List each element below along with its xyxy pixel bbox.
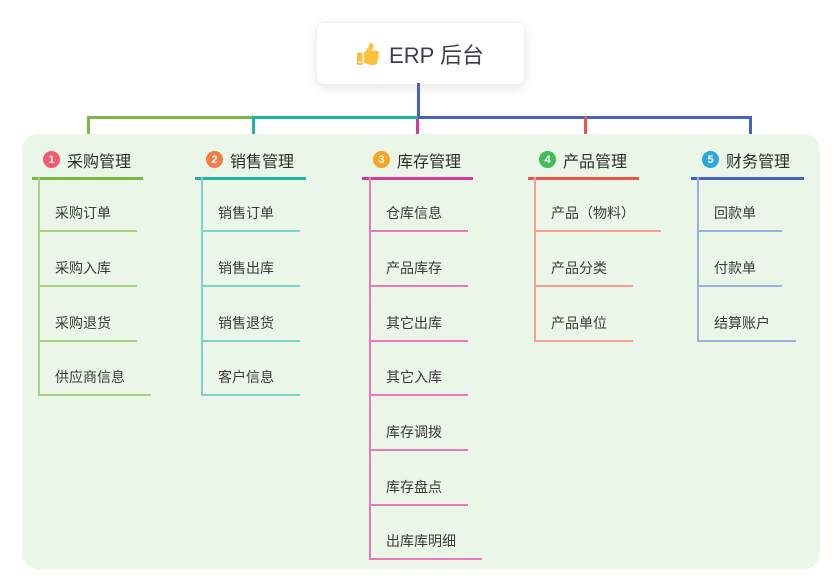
branch-label: 库存管理 — [397, 153, 462, 171]
branch-label: 财务管理 — [726, 153, 791, 171]
connector-drop-product — [584, 116, 587, 147]
node-other-outbound[interactable]: 其它出库 — [369, 314, 468, 342]
node-customer-info[interactable]: 客户信息 — [201, 368, 300, 396]
node-sales-return[interactable]: 销售退货 — [201, 314, 300, 342]
branch-header-purchase-management[interactable]: 1 采购管理 — [32, 149, 143, 180]
node-sales-outbound[interactable]: 销售出库 — [201, 259, 300, 287]
thumbs-up-icon — [357, 42, 380, 65]
branch-label: 产品管理 — [563, 153, 628, 171]
connector-drop-finance — [749, 116, 752, 147]
node-product-unit[interactable]: 产品单位 — [534, 314, 633, 342]
node-other-inbound[interactable]: 其它入库 — [369, 368, 468, 396]
branch-number-badge: 1 — [43, 151, 60, 168]
node-supplier-info[interactable]: 供应商信息 — [38, 368, 151, 396]
root-node-title: ERP 后台 — [389, 42, 484, 68]
branch-number-badge: 3 — [373, 151, 390, 168]
connector-drop-sales — [252, 116, 255, 147]
node-product-stock[interactable]: 产品库存 — [369, 259, 468, 287]
branch-header-finance-management[interactable]: 5 财务管理 — [691, 149, 804, 180]
root-node-erp-backend[interactable]: ERP 后台 — [316, 22, 525, 85]
branch-number-badge: 4 — [539, 151, 556, 168]
branch-label: 采购管理 — [67, 153, 132, 171]
node-stock-transfer[interactable]: 库存调拨 — [369, 423, 468, 451]
node-settlement-account[interactable]: 结算账户 — [697, 314, 796, 342]
node-sales-order[interactable]: 销售订单 — [201, 204, 300, 232]
node-purchase-order[interactable]: 采购订单 — [38, 204, 137, 232]
node-receipt-order[interactable]: 回款单 — [697, 204, 782, 232]
connector-root-drop — [417, 83, 420, 119]
branch-children-connector — [534, 177, 536, 342]
node-product-category[interactable]: 产品分类 — [534, 259, 633, 287]
node-payment-order[interactable]: 付款单 — [697, 259, 782, 287]
node-warehouse-info[interactable]: 仓库信息 — [369, 204, 468, 232]
branch-label: 销售管理 — [230, 153, 295, 171]
branch-children-connector — [369, 177, 371, 560]
branch-children-connector — [697, 177, 699, 342]
branch-header-sales-management[interactable]: 2 销售管理 — [195, 149, 306, 180]
node-purchase-return[interactable]: 采购退货 — [38, 314, 137, 342]
branch-number-badge: 2 — [206, 151, 223, 168]
node-purchase-inbound[interactable]: 采购入库 — [38, 259, 137, 287]
connector-drop-purchase — [87, 116, 90, 147]
node-stock-taking[interactable]: 库存盘点 — [369, 478, 468, 506]
node-product-material[interactable]: 产品（物料） — [534, 204, 661, 232]
connector-drop-inventory — [416, 119, 419, 147]
branch-header-inventory-management[interactable]: 3 库存管理 — [362, 149, 473, 180]
connector-bus-segment-teal — [253, 116, 418, 119]
connector-bus-segment-green — [87, 116, 253, 119]
branch-number-badge: 5 — [702, 151, 719, 168]
branch-header-product-management[interactable]: 4 产品管理 — [528, 149, 639, 180]
branches-panel — [22, 134, 820, 569]
node-outbound-detail[interactable]: 出库库明细 — [369, 532, 482, 560]
